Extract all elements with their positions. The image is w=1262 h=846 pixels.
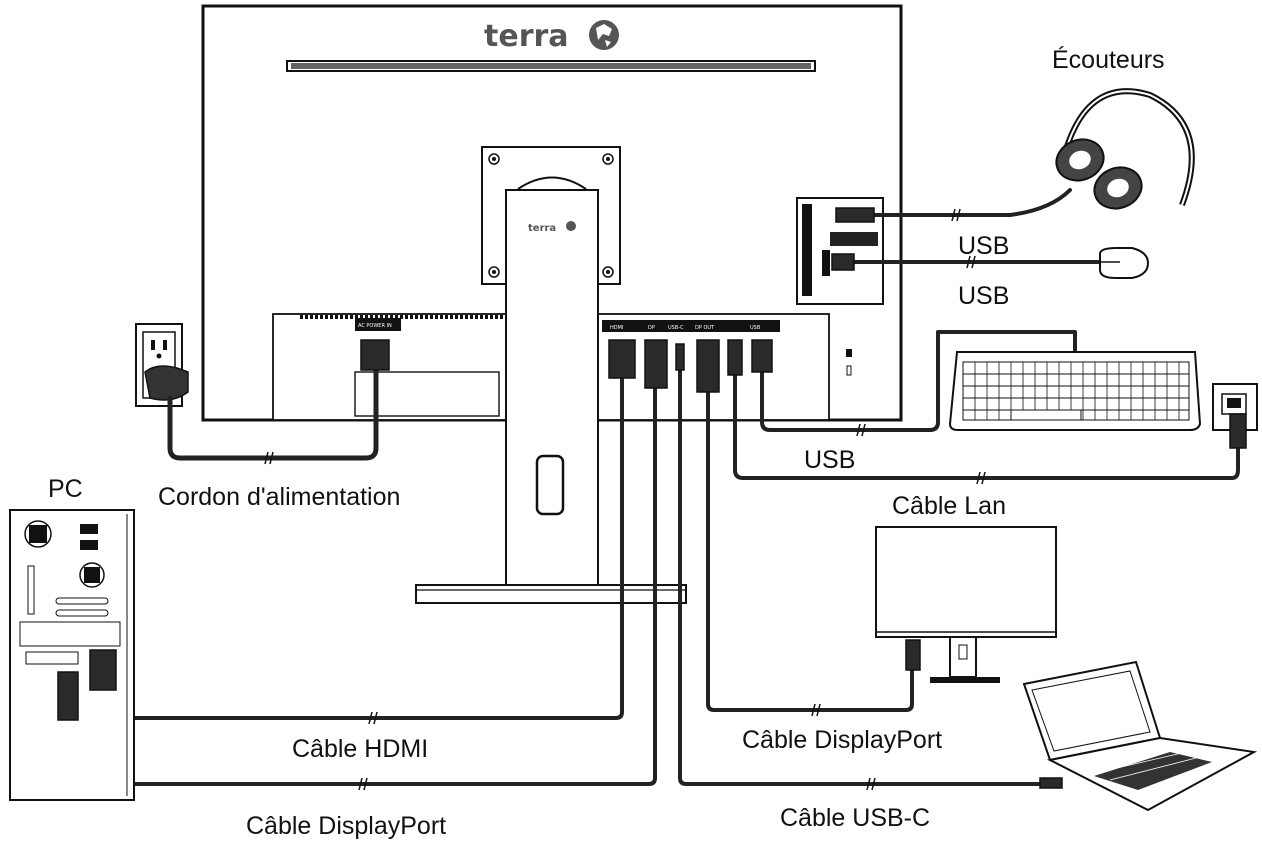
dpout-port-label: DP OUT (695, 325, 715, 331)
laptop-icon (1022, 660, 1258, 812)
lan-wall-jack-icon (1212, 383, 1258, 449)
power-cord-plug (360, 339, 390, 371)
lan-cable (733, 373, 1240, 480)
mouse-icon (1099, 247, 1150, 279)
headphones-icon (1055, 88, 1195, 210)
usbc-cable-label: Câble USB-C (780, 804, 930, 832)
usbc-port-label: USB-C (668, 325, 684, 331)
stand-brand-text: terra (528, 223, 556, 234)
hdmi-cable-plug (608, 339, 636, 379)
monitor-stand: terra (415, 189, 687, 604)
pc-hdmi-plug (89, 649, 117, 691)
usb-mouse-label: USB (958, 232, 1009, 260)
displayport-cable-monitor-label: Câble DisplayPort (742, 726, 942, 754)
brand-logo-text: terra (484, 19, 569, 54)
headphones-cable (872, 188, 1072, 217)
power-cord-cable (167, 367, 379, 461)
second-monitor-icon (875, 526, 1057, 683)
usb-port-label: USB (750, 325, 761, 331)
cable-break-marks (264, 208, 986, 791)
hdmi-cable-label: Câble HDMI (292, 735, 428, 763)
lock-icon (846, 349, 852, 357)
displayport-cable-monitor (706, 390, 914, 712)
pc-displayport-plug (57, 671, 79, 721)
displayport-cable-plug (644, 339, 668, 389)
brand-logo: terra (484, 19, 619, 54)
usb-keyboard-cable (760, 330, 1077, 432)
usbc-cable (678, 368, 1044, 786)
usbc-cable-plug (675, 343, 685, 371)
power-cord-label: Cordon d'alimentation (158, 483, 400, 511)
headphones-plug (835, 207, 875, 223)
wall-outlet-power (135, 323, 189, 407)
usbc-laptop-plug (1039, 777, 1063, 789)
pc-tower-icon (9, 509, 135, 801)
pc-label: PC (48, 475, 83, 503)
hdmi-port-label: HDMI (610, 325, 623, 331)
usb-mouse-plug (831, 253, 855, 271)
lan-cable-plug (727, 339, 743, 376)
lan-cable-label: Câble Lan (892, 492, 1006, 520)
second-monitor-plug (905, 639, 921, 671)
headphones-label: Écouteurs (1052, 45, 1165, 74)
dp-port-label: DP (648, 325, 655, 331)
ac-power-port-label: AC POWER IN (358, 323, 392, 329)
keyboard-icon (948, 351, 1202, 431)
displayport-cable-pc-label: Câble DisplayPort (246, 812, 446, 840)
usb-upstream-label: USB (804, 446, 855, 474)
usb-keyboard-plug (751, 339, 773, 373)
dpout-cable-plug (696, 339, 720, 393)
usb-keyboard-label: USB (958, 282, 1009, 310)
